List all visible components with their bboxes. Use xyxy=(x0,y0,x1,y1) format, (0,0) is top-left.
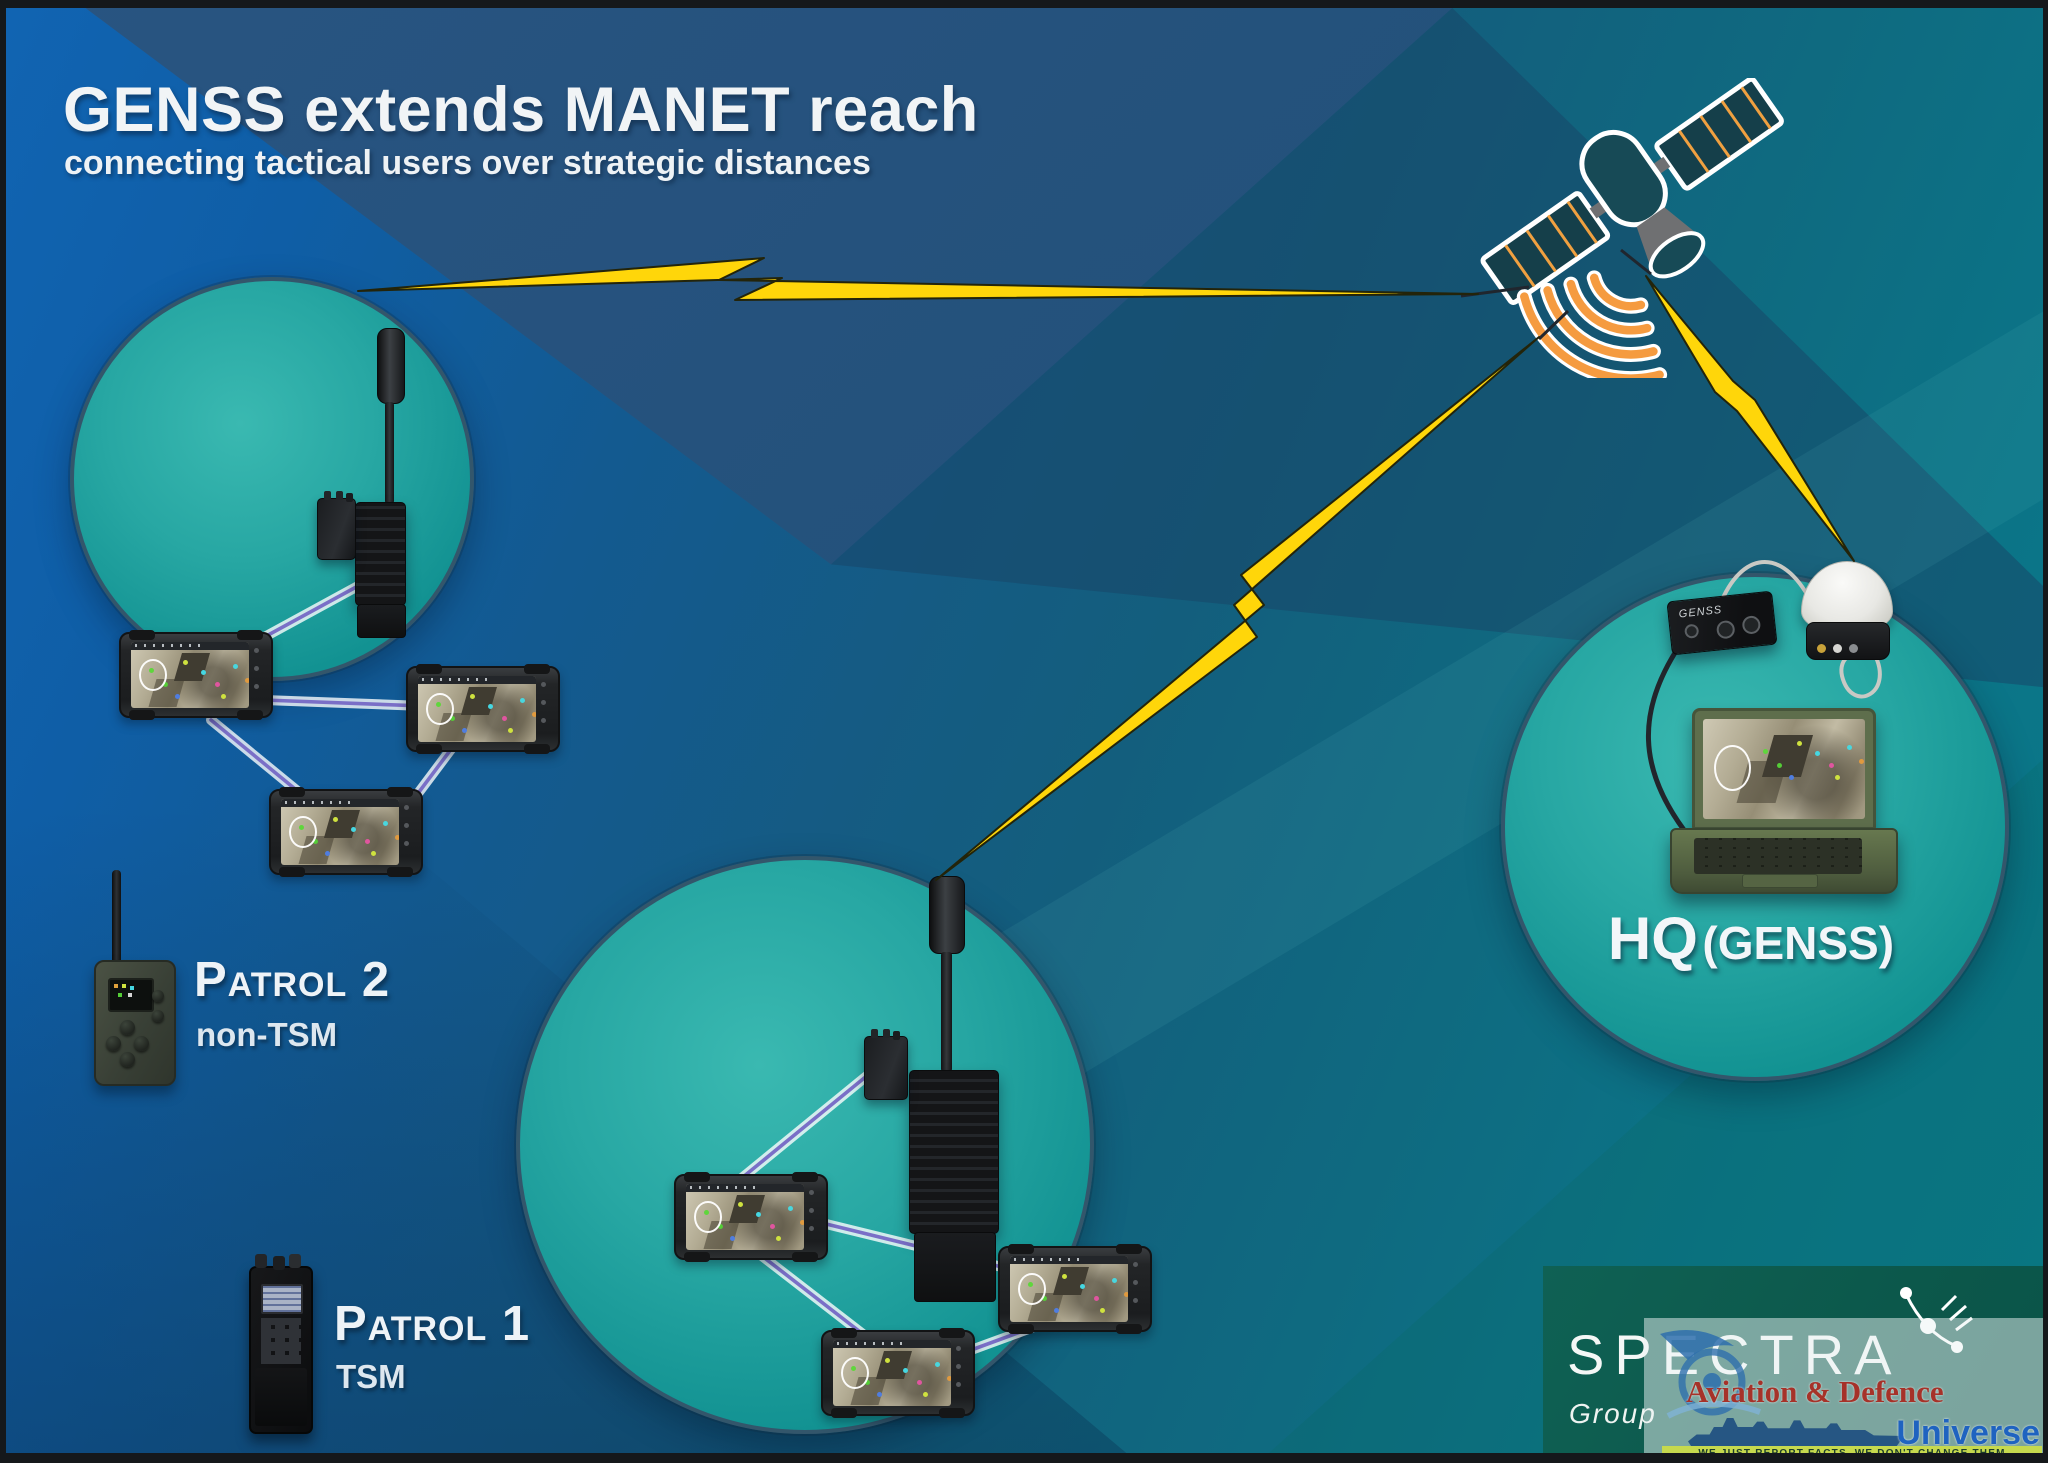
manet-radio-battery xyxy=(357,604,406,638)
patrol2-handheld-radio xyxy=(94,960,176,1086)
patrol2-group-circle xyxy=(70,277,474,681)
manet-radio-battery xyxy=(914,1232,996,1302)
hq-label: HQ xyxy=(1607,905,1698,972)
atak-phone xyxy=(821,1328,975,1418)
adu-title-red: Aviation & Defence xyxy=(1686,1374,1944,1409)
atak-map-screen xyxy=(131,642,249,708)
manet-antenna-icon xyxy=(377,328,405,404)
adu-tagline: WE JUST REPORT FACTS, WE DON'T CHANGE TH… xyxy=(1662,1446,2042,1453)
page-subtitle: connecting tactical users over strategic… xyxy=(64,144,871,182)
lightning-bolt-satellite-hq xyxy=(1645,275,1855,562)
satellite-icon xyxy=(1480,78,1784,378)
laptop-keyboard xyxy=(1694,838,1862,874)
laptop-touchpad xyxy=(1742,874,1818,888)
adu-watermark: Aviation & Defence Universe WE JUST REPO… xyxy=(1644,1318,2043,1453)
atak-map-screen xyxy=(1010,1256,1128,1322)
lightning-bolt-patrol1-satellite xyxy=(935,336,1540,881)
adu-title-blue: Universe xyxy=(1896,1414,2040,1452)
spectra-division: Group xyxy=(1569,1398,1657,1429)
manet-antenna-shaft xyxy=(385,402,394,504)
atak-phone xyxy=(269,787,423,877)
radio-accessory-module xyxy=(317,491,356,560)
hq-system-label: (GENSS) xyxy=(1702,917,1895,969)
atak-map-screen xyxy=(686,1184,804,1250)
patrol1-label: Patrol 1 xyxy=(334,1297,531,1351)
radio-accessory-module xyxy=(864,1029,908,1100)
lightning-bolt-patrol2-satellite xyxy=(357,257,1479,301)
signal-waves-icon xyxy=(1516,270,1668,378)
bolt-leader-lines xyxy=(1460,248,1652,341)
handheld-antenna-icon xyxy=(112,870,121,966)
rugged-laptop-base xyxy=(1670,828,1898,894)
atak-map-screen xyxy=(418,676,536,742)
patrol1-network-type: TSM xyxy=(336,1358,406,1395)
atak-map-screen xyxy=(281,799,399,865)
manet-radio xyxy=(909,1070,999,1234)
rugged-laptop-screen xyxy=(1692,708,1876,830)
patrol2-network-type: non-TSM xyxy=(196,1016,338,1053)
patrol1-handheld-radio xyxy=(249,1254,313,1434)
diagram-canvas: GENSS extends MANET reach connecting tac… xyxy=(6,8,2043,1453)
atak-phone xyxy=(119,630,273,720)
atak-phone xyxy=(406,664,560,754)
genss-modem-label: GENSS xyxy=(1678,603,1723,621)
manet-antenna-icon xyxy=(929,876,965,954)
atak-phone xyxy=(674,1172,828,1262)
adu-logo-icon xyxy=(1660,1330,1762,1419)
laptop-map-screen xyxy=(1703,719,1865,819)
hq-label-row: HQ (GENSS) xyxy=(1526,904,1976,973)
patrol1-group-circle xyxy=(516,856,1094,1434)
satcom-dome-base xyxy=(1806,622,1890,660)
manet-antenna-shaft xyxy=(941,952,952,1072)
atak-phone xyxy=(998,1244,1152,1334)
page-title: GENSS extends MANET reach xyxy=(63,75,979,145)
manet-radio xyxy=(355,502,406,606)
genss-modem: GENSS xyxy=(1666,590,1778,656)
patrol2-label: Patrol 2 xyxy=(194,953,391,1007)
atak-map-screen xyxy=(833,1340,951,1406)
